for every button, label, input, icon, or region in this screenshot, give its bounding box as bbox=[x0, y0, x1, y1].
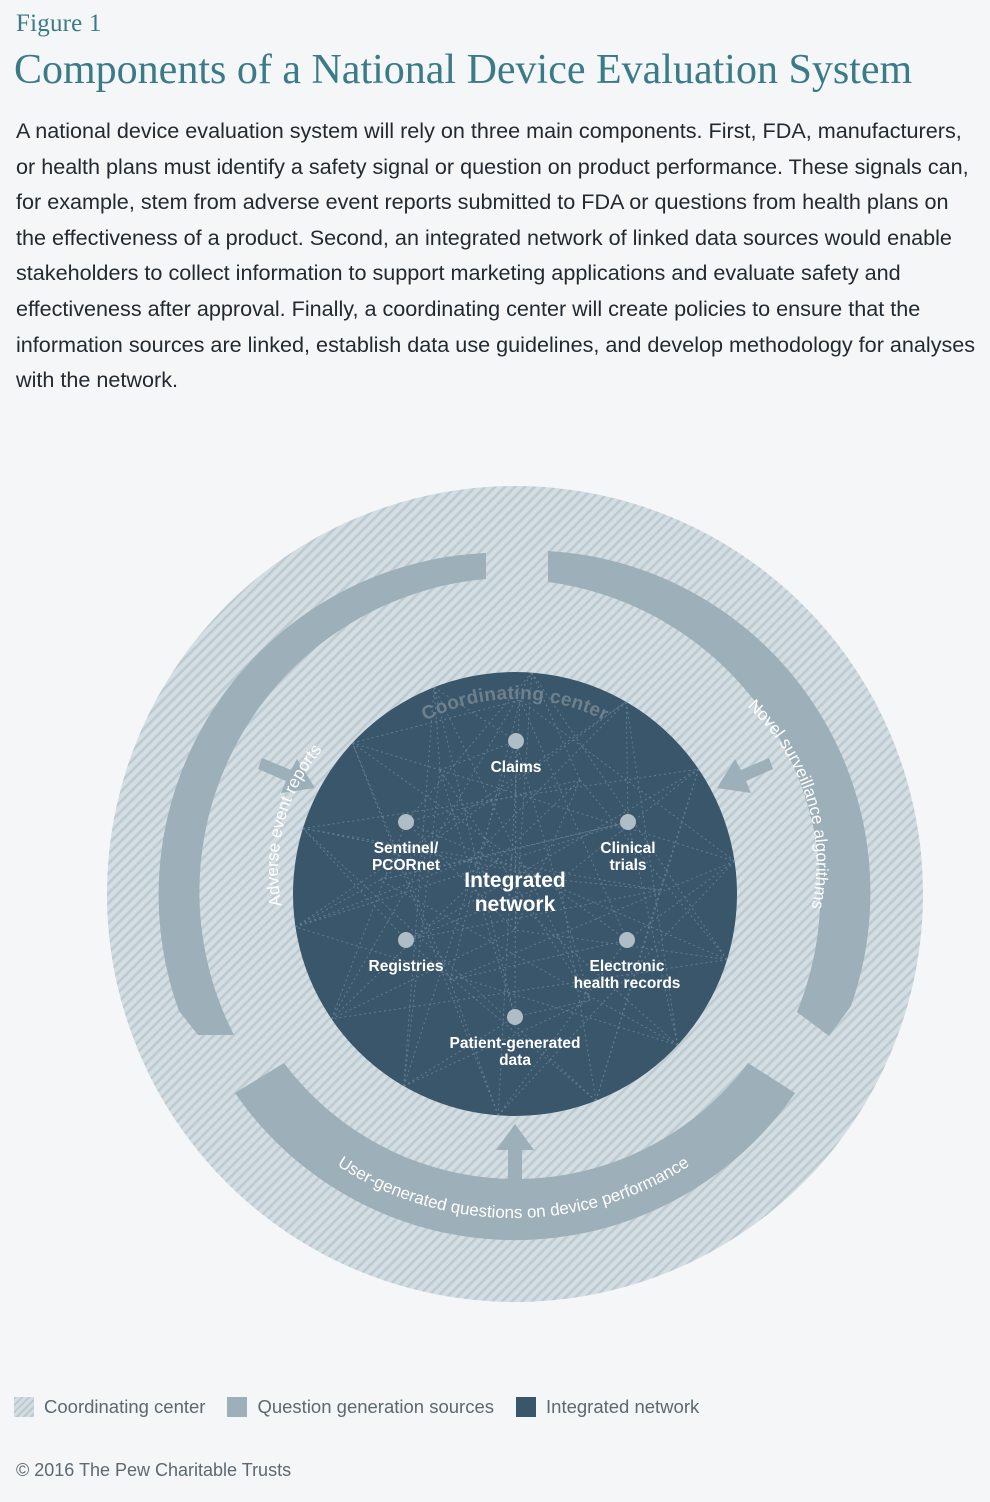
node-dot bbox=[508, 733, 524, 749]
mesh-line bbox=[295, 859, 471, 928]
mesh-line bbox=[579, 779, 728, 960]
source-band-user-generated-questions bbox=[235, 1063, 795, 1241]
mesh-line bbox=[514, 929, 728, 961]
mesh-line bbox=[352, 742, 628, 941]
legend-label: Coordinating center bbox=[44, 1396, 206, 1417]
node-label: Patient-generated bbox=[450, 1035, 581, 1052]
source-band-novel-surveillance-algorithms bbox=[548, 551, 871, 1036]
mesh-line bbox=[405, 821, 728, 961]
integrated-network-label: Integrated bbox=[464, 869, 566, 892]
arrow-up-icon bbox=[496, 1124, 534, 1180]
mesh-line bbox=[403, 1016, 516, 1087]
figure-label: Figure 1 bbox=[16, 10, 102, 37]
node-sentinel: Sentinel/PCORnet bbox=[372, 814, 440, 874]
node-label: Electronic bbox=[590, 958, 665, 975]
node-label: Claims bbox=[491, 759, 542, 776]
mesh-line bbox=[595, 889, 661, 1101]
node-registries: Registries bbox=[369, 932, 444, 975]
mesh-line bbox=[449, 699, 521, 981]
mesh-line bbox=[659, 768, 699, 891]
node-label: health records bbox=[574, 975, 681, 992]
mesh-line bbox=[352, 742, 735, 862]
device-evaluation-diagram: Coordinating center Adverse event report… bbox=[107, 486, 923, 1302]
mesh-line bbox=[627, 821, 679, 1046]
mesh-line bbox=[302, 827, 561, 881]
node-label: data bbox=[499, 1052, 531, 1069]
mesh-line bbox=[469, 859, 678, 1046]
mesh-line bbox=[559, 879, 661, 891]
mesh-line bbox=[403, 999, 591, 1087]
mesh-line bbox=[405, 889, 661, 941]
legend-item-question-sources: Question generation sources bbox=[227, 1396, 494, 1418]
mesh-line bbox=[625, 701, 629, 823]
mesh-line bbox=[302, 828, 407, 941]
mesh-line bbox=[449, 979, 499, 1116]
mesh-line bbox=[514, 740, 517, 1018]
mesh-line bbox=[405, 821, 516, 931]
arrow-right-icon bbox=[717, 758, 773, 793]
mesh-line bbox=[439, 740, 517, 771]
node-label: Sentinel/ bbox=[374, 840, 439, 857]
mesh-line bbox=[439, 769, 516, 1018]
integrated-network-label-line2: network bbox=[475, 893, 556, 916]
node-dot bbox=[507, 1009, 523, 1025]
mesh-line bbox=[403, 769, 441, 1087]
mesh-line bbox=[403, 687, 435, 1087]
node-dot bbox=[620, 814, 636, 830]
node-label: Registries bbox=[369, 958, 444, 975]
source-band-adverse-event-reports bbox=[158, 553, 486, 1035]
legend-label: Integrated network bbox=[546, 1396, 700, 1417]
mesh-line bbox=[449, 939, 628, 981]
node-label: PCORnet bbox=[372, 857, 440, 874]
page-title: Components of a National Device Evaluati… bbox=[14, 47, 913, 93]
mesh-line bbox=[331, 929, 516, 1020]
legend-item-coordinating-center: Coordinating center bbox=[14, 1396, 205, 1418]
node-label: trials bbox=[609, 857, 646, 874]
mesh-line bbox=[302, 828, 597, 1102]
legend-label: Question generation sources bbox=[257, 1396, 495, 1417]
mesh-line bbox=[433, 686, 517, 742]
intro-paragraph: A national device evaluation system will… bbox=[16, 118, 976, 393]
mesh-line bbox=[331, 959, 728, 1020]
node-label: Clinical bbox=[600, 840, 655, 857]
mesh-line bbox=[449, 860, 735, 981]
legend-swatch-hatched bbox=[14, 1397, 34, 1417]
mesh-line bbox=[439, 769, 591, 1001]
mesh-line bbox=[497, 939, 628, 1116]
mesh-line bbox=[403, 740, 517, 1087]
mesh-line bbox=[626, 860, 735, 941]
mesh-line bbox=[295, 821, 629, 928]
mesh-line bbox=[433, 687, 591, 1001]
node-dot bbox=[398, 932, 414, 948]
mesh-line bbox=[469, 701, 627, 861]
legend-item-integrated-network: Integrated network bbox=[516, 1396, 699, 1418]
legend-swatch-light bbox=[227, 1397, 248, 1417]
legend: Coordinating center Question generation … bbox=[14, 1396, 721, 1418]
legend-swatch-dark bbox=[516, 1397, 537, 1417]
mesh-line bbox=[405, 939, 597, 1102]
mesh-line bbox=[497, 699, 521, 1116]
node-dot bbox=[398, 814, 414, 830]
node-dot bbox=[619, 932, 635, 948]
mesh-line bbox=[295, 926, 678, 1046]
mesh-line bbox=[469, 821, 629, 861]
mesh-line bbox=[295, 701, 627, 928]
node-claims: Claims bbox=[491, 733, 542, 776]
mesh-line bbox=[514, 779, 581, 931]
network-mesh bbox=[295, 672, 735, 1116]
mesh-line bbox=[331, 672, 533, 1020]
mesh-line bbox=[352, 699, 521, 744]
mesh-line bbox=[433, 687, 441, 771]
arrow-left-icon bbox=[258, 758, 315, 793]
mesh-line bbox=[379, 701, 627, 881]
mesh-line bbox=[295, 879, 381, 928]
mesh-line bbox=[519, 699, 628, 941]
copyright: © 2016 The Pew Charitable Trusts bbox=[16, 1460, 292, 1480]
mesh-line bbox=[331, 821, 407, 1020]
mesh-line bbox=[433, 687, 516, 1018]
